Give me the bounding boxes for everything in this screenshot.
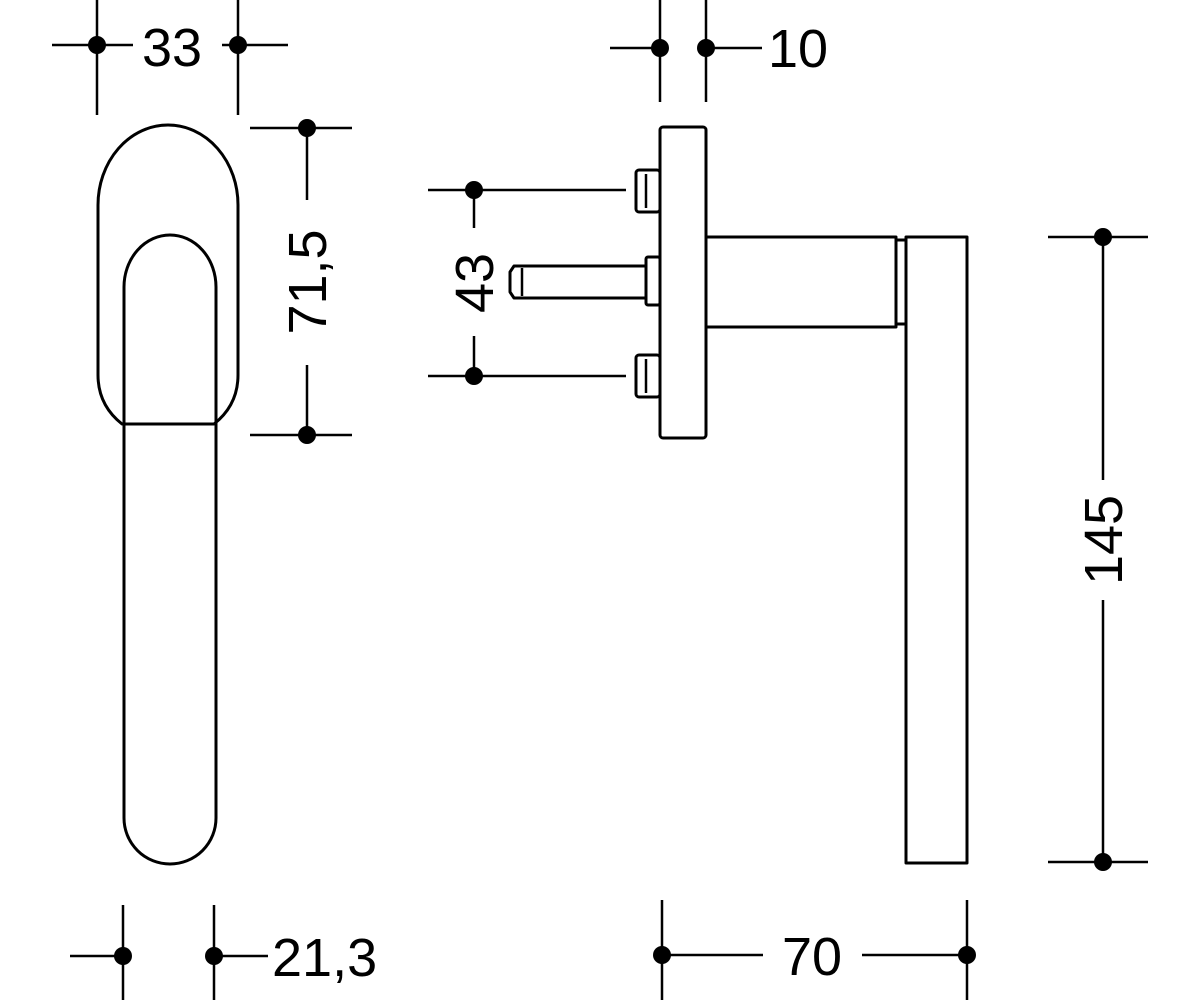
spindle-collar [644, 255, 662, 307]
dim-rose-depth-label: 10 [768, 19, 828, 79]
lever-shoulder [894, 238, 908, 326]
dim-width-rose-label: 33 [142, 18, 202, 78]
rose-outline [96, 123, 240, 426]
screw-top [634, 168, 662, 214]
side-rose-plate [658, 125, 708, 440]
dim-screw-spacing: 43 [428, 181, 626, 385]
dim-lever-length-label: 70 [782, 927, 842, 987]
dim-width-lever: 21,3 [70, 905, 377, 1000]
spindle [508, 264, 646, 300]
dim-height-rose-label: 71,5 [278, 229, 338, 334]
dim-rose-depth: 10 [610, 0, 828, 102]
dim-width-lever-label: 21,3 [272, 928, 377, 988]
dim-lever-height: 145 [1048, 228, 1148, 871]
lever-neck [704, 235, 898, 329]
dim-lever-height-label: 145 [1074, 495, 1134, 585]
lever-bar-side [904, 235, 969, 865]
dim-height-rose: 71,5 [250, 119, 352, 444]
lever-handle-outline [122, 233, 218, 866]
side-view: 10 43 145 [428, 0, 1148, 1000]
dim-lever-length: 70 [653, 900, 976, 1000]
dim-screw-spacing-label: 43 [445, 253, 505, 313]
screw-bottom [634, 353, 662, 399]
front-view: 33 71,5 21,3 [52, 0, 377, 1000]
dim-width-rose: 33 [52, 0, 288, 115]
